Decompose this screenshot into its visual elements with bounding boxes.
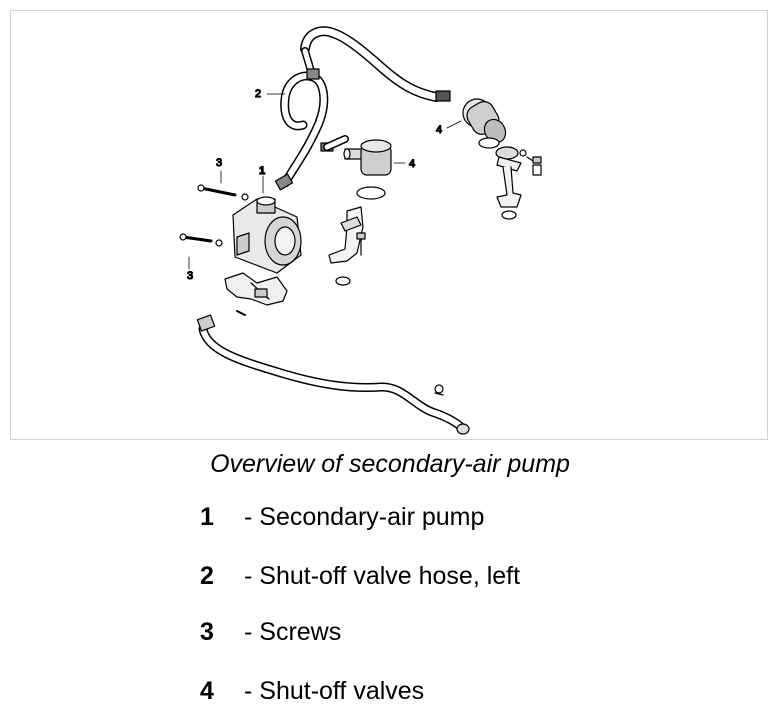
shut-off-valve-right [462,98,542,220]
secondary-air-pump [224,196,302,306]
legend-item-1: 1 - Secondary-air pump [200,503,484,532]
callout-leaders [188,93,462,270]
lower-pipe [196,314,470,435]
legend-number: 4 [200,677,214,705]
callout-3-upper: 3 [216,157,222,169]
exploded-view-figure: 1 2 3 3 4 4 [10,10,768,440]
legend-text: - Shut-off valves [244,677,425,705]
legend-number: 2 [200,562,214,590]
shut-off-valve-hose-left [274,68,334,191]
legend-item-2: 2 - Shut-off valve hose, left [200,562,520,591]
legend-text: - Secondary-air pump [244,503,485,531]
callout-4-right: 4 [436,124,442,136]
callout-1: 1 [259,165,265,177]
callout-4-middle: 4 [409,158,415,170]
legend-item-4: 4 - Shut-off valves [200,677,424,706]
legend-text: - Screws [244,618,342,646]
callout-3-lower: 3 [187,270,193,282]
legend-number: 1 [200,503,214,531]
figure-caption: Overview of secondary-air pump [210,450,570,478]
screws [179,184,249,316]
legend-number: 3 [200,618,214,646]
legend-item-3: 3 - Screws [200,618,341,647]
shut-off-valve-middle [323,135,392,286]
legend-text: - Shut-off valve hose, left [244,562,521,590]
upper-hose [300,26,451,102]
callout-2: 2 [255,88,261,100]
exploded-view-drawing: 1 2 3 3 4 4 [179,26,542,435]
